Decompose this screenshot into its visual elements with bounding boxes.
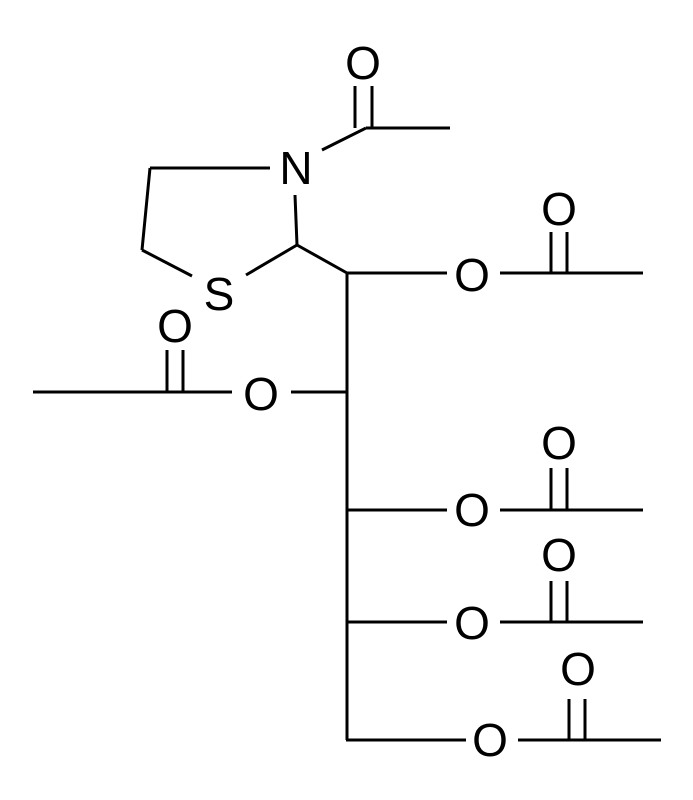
- bond-c2-c1prime: [296, 243, 348, 275]
- oxygen-atom-label: O: [454, 597, 490, 649]
- atom-labels: N S O O O O O O O O O O O: [157, 37, 596, 766]
- thiazolidine-ring: [140, 166, 299, 278]
- oxygen-atom-label: O: [472, 714, 508, 766]
- oxygen-atom-label: O: [345, 37, 381, 89]
- bond-ch2-s: [141, 248, 193, 278]
- oxygen-atom-label: O: [541, 529, 577, 581]
- nitrogen-atom-label: N: [279, 142, 312, 194]
- oxygen-atom-label: O: [541, 417, 577, 469]
- acetoxy-group-3: [347, 468, 643, 512]
- sugar-backbone: [296, 243, 466, 742]
- bond-ch2-ch2: [140, 167, 152, 251]
- acetoxy-group-4: [347, 581, 643, 624]
- acetoxy-group-5: [518, 699, 661, 742]
- oxygen-atom-label: O: [454, 249, 490, 301]
- acetoxy-group-1: [347, 232, 643, 275]
- acetoxy-group-2: [33, 350, 347, 394]
- bond-s-c2: [245, 243, 298, 277]
- bond-c2-n: [293, 194, 299, 246]
- oxygen-atom-label: O: [243, 368, 279, 420]
- n-acetyl-group: [321, 86, 450, 152]
- bond-n-carbonyl-c: [321, 126, 367, 152]
- oxygen-atom-label: O: [454, 484, 490, 536]
- oxygen-atom-label: O: [541, 183, 577, 235]
- oxygen-atom-label: O: [560, 643, 596, 695]
- sulfur-atom-label: S: [204, 268, 235, 320]
- oxygen-atom-label: O: [157, 300, 193, 352]
